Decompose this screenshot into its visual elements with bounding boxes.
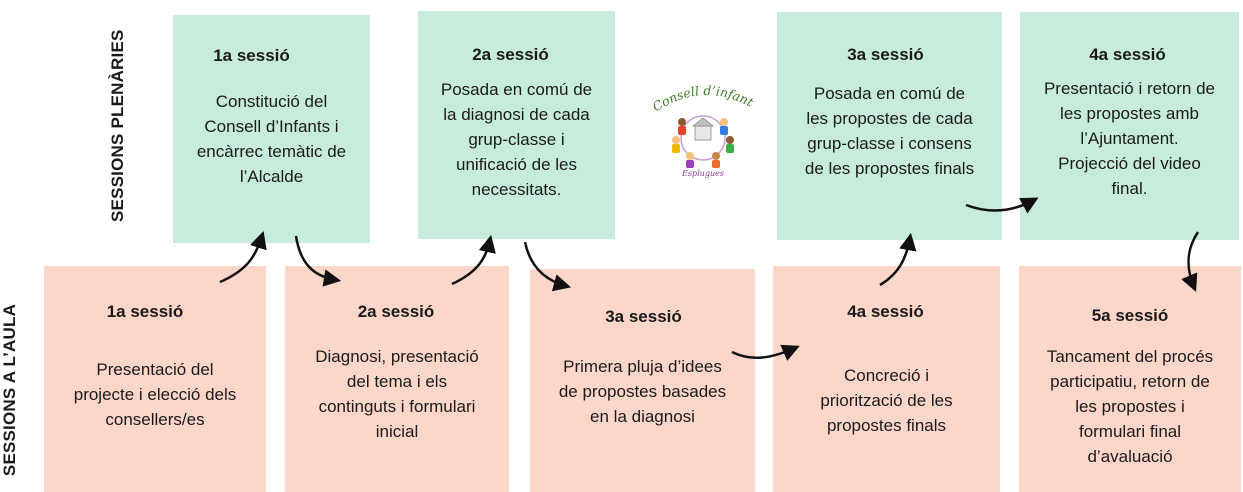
plenary-session-4-line: Projecció del video	[1058, 154, 1201, 173]
plenary-session-4-line: Presentació i retorn de	[1043, 79, 1216, 98]
plenary-session-1: 1a sessió Constitució del Consell d’Infa…	[173, 15, 370, 243]
classroom-session-4-title: 4a sessió	[847, 302, 924, 321]
plenary-session-3: 3a sessió Posada en comú de les proposte…	[777, 12, 1002, 240]
plenary-session-3-line: Posada en comú de	[813, 84, 966, 103]
logo-subtitle: Esplugues	[681, 169, 724, 178]
plenary-session-2-title: 2a sessió	[472, 45, 549, 64]
arrow-p1-to-c2	[294, 235, 342, 287]
plenary-session-2-line: grup-classe i	[468, 130, 565, 149]
classroom-session-3-line: en la diagnosi	[590, 407, 695, 426]
classroom-session-2-line: Diagnosi, presentació	[315, 347, 479, 366]
plenary-session-1-line: Consell d’Infants i	[204, 117, 339, 136]
classroom-session-3-line: Primera pluja d’idees	[563, 357, 722, 376]
plenary-session-1-line: encàrrec temàtic de	[196, 142, 347, 161]
classroom-session-4-line: Concreció i	[843, 366, 930, 385]
classroom-session-1-line: Presentació del	[96, 360, 214, 379]
arrow-p4-to-c5	[1181, 231, 1200, 292]
plenary-session-1-line: Constitució del	[215, 92, 328, 111]
plenary-session-2-line: Posada en comú de	[440, 80, 593, 99]
classroom-session-5-line: les propostes i	[1075, 397, 1185, 416]
classroom-session-2-line: del tema i els	[346, 372, 448, 391]
plenary-session-2-line: necessitats.	[471, 180, 562, 199]
classroom-session-3-title: 3a sessió	[605, 307, 682, 326]
classroom-session-1: 1a sessió Presentació del projecte i ele…	[44, 266, 266, 492]
classroom-session-2-line: inicial	[375, 422, 419, 441]
plenary-session-3-line: grup-classe i consens	[807, 134, 972, 153]
classroom-session-1-title: 1a sessió	[106, 302, 184, 321]
plenary-session-4-line: final.	[1111, 179, 1148, 198]
classroom-session-5-line: participatiu, retorn de	[1050, 372, 1210, 391]
plenary-session-2-line: la diagnosi de cada	[443, 105, 590, 124]
plenary-session-3-line: de les propostes finals	[804, 159, 975, 178]
classroom-session-1-line: consellers/es	[105, 410, 205, 429]
arrow-p2-to-c3	[523, 241, 572, 292]
classroom-session-3-line: de propostes basades	[558, 382, 727, 401]
arrow-c4-to-p3	[879, 232, 917, 287]
arrow-c1-to-p1	[219, 230, 267, 284]
arrow-c2-to-p2	[451, 234, 496, 286]
classroom-session-4-line: priorització de les	[820, 391, 953, 410]
classroom-session-2-line: continguts i formulari	[318, 397, 476, 416]
classroom-session-5-title: 5a sessió	[1091, 306, 1169, 325]
plenary-session-3-title: 3a sessió	[847, 45, 924, 64]
classroom-session-5-line: Tancament del procés	[1046, 347, 1214, 366]
plenary-session-3-line: les propostes de cada	[806, 109, 973, 128]
classroom-session-5-line: d’avaluació	[1087, 447, 1173, 466]
plenary-session-4: 4a sessió Presentació i retorn de les pr…	[1020, 12, 1239, 240]
plenary-session-2: 2a sessió Posada en comú de la diagnosi …	[418, 11, 615, 239]
classroom-session-4: 4a sessió Concreció i priorització de le…	[773, 266, 1000, 492]
plenary-session-4-line: l’Ajuntament.	[1080, 129, 1179, 148]
classroom-session-2: 2a sessió Diagnosi, presentació del tema…	[285, 266, 509, 492]
classroom-session-5-line: formulari final	[1078, 422, 1182, 441]
plenary-session-1-title: 1a sessió	[213, 46, 290, 65]
classroom-session-2-title: 2a sessió	[357, 302, 435, 321]
plenary-session-4-line: les propostes amb	[1060, 104, 1199, 123]
plenary-session-4-title: 4a sessió	[1089, 45, 1166, 64]
classroom-session-1-line: projecte i elecció dels	[73, 385, 237, 404]
arrow-p3-to-p4	[965, 197, 1039, 214]
classroom-session-5: 5a sessió Tancament del procés participa…	[1019, 266, 1241, 492]
plenary-session-2-line: unificació de les	[456, 155, 577, 174]
classroom-session-3: 3a sessió Primera pluja d’idees de propo…	[530, 269, 755, 492]
classroom-session-4-line: propostes finals	[826, 416, 947, 435]
plenary-session-1-line: l’Alcalde	[239, 167, 304, 186]
arrow-c3-to-c4	[731, 344, 800, 361]
